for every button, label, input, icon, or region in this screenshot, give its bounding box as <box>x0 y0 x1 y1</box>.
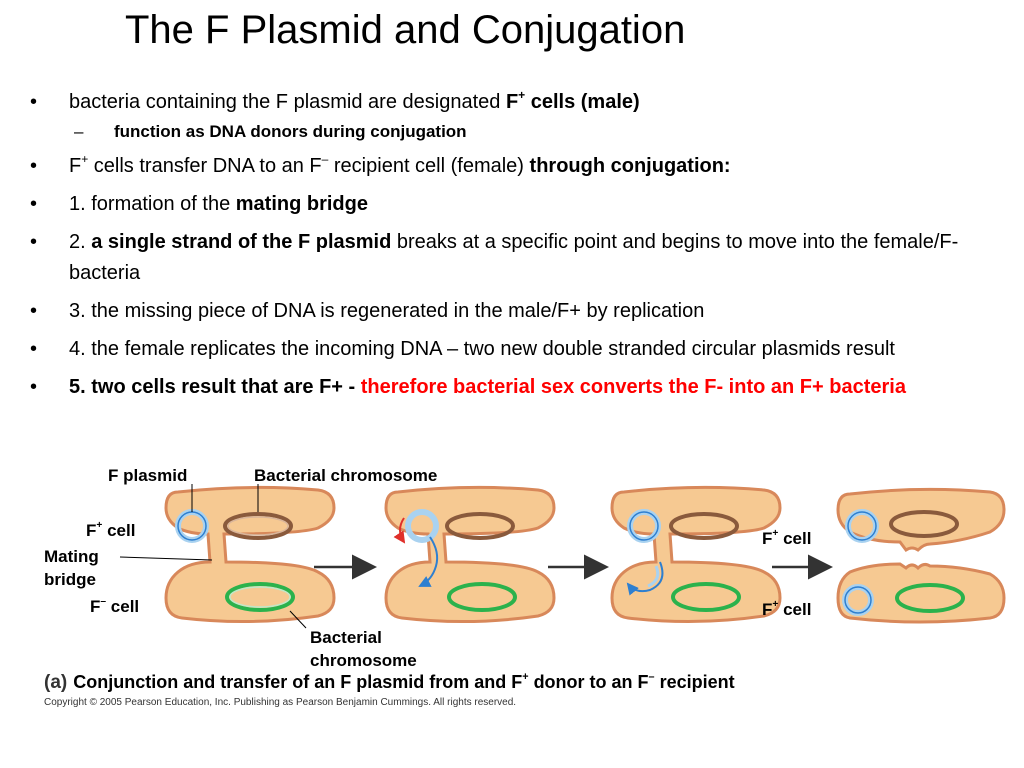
bullet-dot: • <box>30 338 38 360</box>
stage-4-top-cell <box>836 487 1006 553</box>
bullet-bold: mating bridge <box>235 193 368 215</box>
f-plasmid-ring <box>405 509 439 543</box>
bullet-text: breaks at a specific point and begins to… <box>69 231 959 284</box>
bullet-item: • 2. a single strand of the F plasmid br… <box>30 227 1010 289</box>
bacterial-chromosome-bottom <box>225 582 295 612</box>
bacterial-chromosome-top <box>889 510 959 538</box>
f-plasmid-ring-inner <box>629 511 659 541</box>
bullet-item: • 5. two cells result that are F+ - ther… <box>30 372 1010 403</box>
f-plasmid-label: F plasmid <box>108 466 188 485</box>
replication-arrow <box>393 517 406 544</box>
bullet-dot: • <box>30 155 38 177</box>
bullet-dot: • <box>30 300 38 322</box>
bullet-bold: cells (male) <box>525 91 640 113</box>
bullet-text: 1. formation of the <box>69 193 236 215</box>
superscript: – <box>321 152 329 167</box>
superscript: + <box>81 152 89 167</box>
bacterial-chromosome-bottom <box>447 582 517 612</box>
bullet-bold: a single strand of the F plasmid <box>91 231 392 253</box>
sub-bullet-item: – function as DNA donors during conjugat… <box>30 120 1010 144</box>
conjugation-diagram <box>119 484 1006 629</box>
bullet-highlight: therefore bacterial sex converts the F- … <box>360 376 906 398</box>
transfer-strand <box>418 536 439 587</box>
panel-label: (a) <box>44 672 68 693</box>
bullet-dot: • <box>30 91 38 113</box>
incoming-strand-light <box>647 565 660 588</box>
bullet-item: • 1. formation of the mating bridge <box>30 189 1010 220</box>
bullet-text: F <box>69 155 82 177</box>
f-plasmid-ring-inner <box>844 586 872 614</box>
bacterial-chromosome-top <box>669 512 739 540</box>
f-plus-cell-bottom <box>836 562 1006 624</box>
incoming-strand <box>626 561 664 596</box>
f-plus-cell-label: F+ cell <box>86 520 136 540</box>
bacterial-chromosome-bottom-inner <box>229 586 291 608</box>
bacterial-chromosome-label: Bacterial chromosome <box>254 466 438 485</box>
f-plus-cell-top <box>836 487 1006 553</box>
bullet-text: cells transfer DNA to an F <box>88 155 322 177</box>
leader-line <box>119 556 213 561</box>
f-plasmid-ring-inner <box>847 511 877 541</box>
f-plus-cell-label-bottom-right: F+ cell <box>762 599 812 619</box>
f-plus-cell-label-top-right: F+ cell <box>762 528 812 548</box>
bullet-text: 3. the missing piece of DNA is regenerat… <box>69 300 705 322</box>
f-minus-cell-label: F– cell <box>90 596 140 616</box>
bullet-item: • bacteria containing the F plasmid are … <box>30 87 1010 118</box>
slide-title: The F Plasmid and Conjugation <box>125 8 686 52</box>
bullet-text: recipient cell (female) <box>328 155 530 177</box>
bullet-text: bacteria containing the F plasmid are de… <box>69 91 506 113</box>
bullet-bold: F <box>505 91 519 113</box>
bullet-item: • F+ cells transfer DNA to an F– recipie… <box>30 151 1010 182</box>
f-plus-cell <box>384 485 556 624</box>
bullet-list: • bacteria containing the F plasmid are … <box>30 80 1010 403</box>
leader-line <box>289 610 307 629</box>
stage-1-cell-pair <box>164 485 336 624</box>
f-plus-cell <box>610 485 782 624</box>
copyright-notice: Copyright © 2005 Pearson Education, Inc.… <box>44 697 517 708</box>
bacterial-chromosome-top <box>445 512 515 540</box>
bullet-bold: 5. two cells result that are F+ - <box>69 376 361 398</box>
bacterial-chromosome-bottom <box>895 583 965 613</box>
bullet-dot: • <box>30 193 38 215</box>
bacterial-chromosome-top-inner <box>227 516 289 536</box>
sub-bullet-text: function as DNA donors during conjugatio… <box>114 122 467 141</box>
bullet-dot: • <box>30 376 38 398</box>
bullet-dot: • <box>30 231 38 253</box>
bullet-bold: through conjugation: <box>529 155 731 177</box>
f-plus-cell <box>164 485 336 624</box>
sub-bullet-dash: – <box>74 122 84 141</box>
figure-caption: (a)Conjunction and transfer of an F plas… <box>44 670 735 693</box>
bacterial-chromosome-bottom <box>671 582 741 612</box>
stage-3-cell-pair <box>610 485 782 624</box>
stage-4-bottom-cell <box>836 562 1006 624</box>
stage-2-cell-pair <box>384 485 556 624</box>
superscript: + <box>518 88 526 103</box>
bullet-item: • 3. the missing piece of DNA is regener… <box>30 296 1010 327</box>
bullet-item: • 4. the female replicates the incoming … <box>30 334 1010 365</box>
bacterial-chromosome-top <box>223 512 293 540</box>
bullet-text: 2. <box>69 231 92 253</box>
bullet-text: 4. the female replicates the incoming DN… <box>69 338 895 360</box>
